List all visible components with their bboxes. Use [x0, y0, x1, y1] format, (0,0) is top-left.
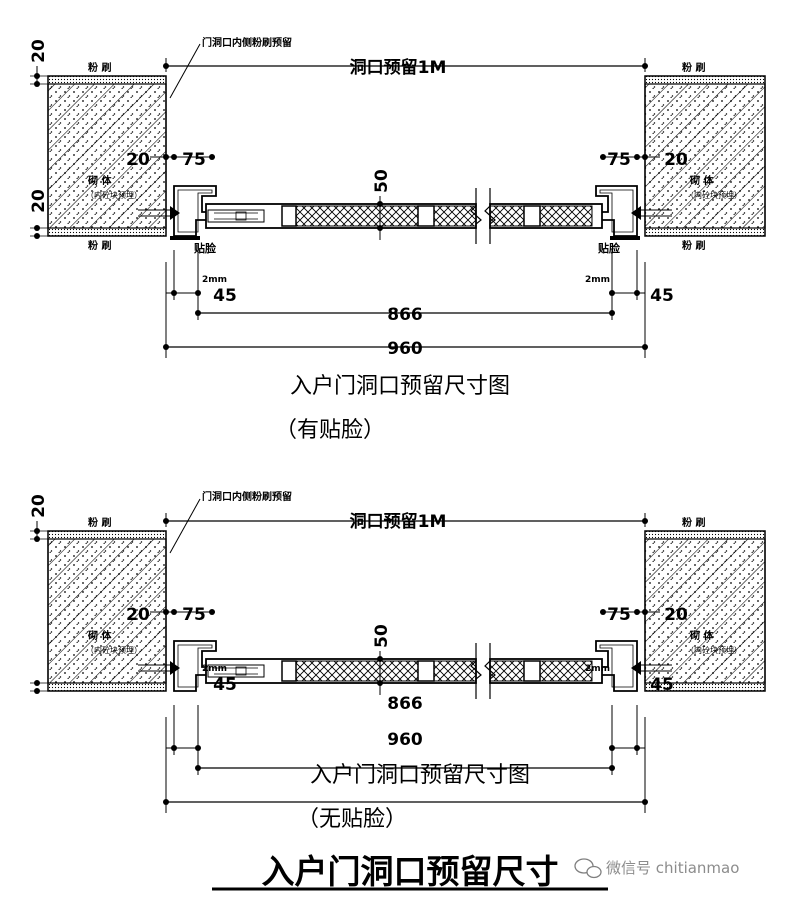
dim-clearance-left: 2mm [202, 664, 227, 674]
dim-plaster-top: 20 [29, 39, 49, 63]
dim-clearance-right: 2mm [585, 275, 610, 285]
masonry-label-left: 砌 体 [87, 629, 112, 642]
opening-label: 洞口预留1M [350, 57, 447, 78]
masonry-sub-right: （内砼块预埋） [686, 645, 742, 655]
drawing-without-facing: 门洞口内侧粉刷预留 洞口预留1M 粉 刷 粉 刷 砌 体 （内砼块预埋） 砌 体… [29, 490, 766, 832]
opening-label: 洞口预留1M [350, 511, 447, 532]
masonry-sub-right: （内砼块预埋） [686, 190, 742, 200]
dim-total-width: 960 [387, 730, 423, 750]
dim-inner-width: 866 [387, 305, 423, 325]
dim-clearance-left: 2mm [202, 275, 227, 285]
plaster-label-left-top: 粉 刷 [88, 61, 111, 74]
caption: 入户门洞口预留尺寸图 [290, 374, 510, 399]
dim-total-width: 960 [387, 339, 423, 359]
masonry-label-right: 砌 体 [689, 174, 714, 187]
plaster-label-right-top: 粉 刷 [682, 61, 705, 74]
masonry-sub-left: （内砼块预埋） [86, 645, 142, 655]
dim-frame-left: 75 [182, 150, 206, 170]
dim-frame-left: 75 [182, 605, 206, 625]
facing-label-left: 贴脸 [193, 241, 217, 255]
dim-side-right: 45 [650, 286, 674, 306]
dim-inner-width: 866 [387, 694, 423, 714]
masonry-sub-left: （内砼块预埋） [86, 190, 142, 200]
dim-side-right: 45 [650, 675, 674, 695]
dim-frame-right: 75 [607, 150, 631, 170]
facing-right-strip [610, 236, 640, 240]
plaster-label-left-top: 粉 刷 [88, 516, 111, 529]
facing-label-right: 贴脸 [597, 241, 621, 255]
dim-gap-left: 20 [126, 150, 150, 170]
masonry-label-left: 砌 体 [87, 174, 112, 187]
facing-left-strip [170, 236, 200, 240]
subcaption: （有贴脸） [275, 418, 385, 443]
plaster-label-left-bottom: 粉 刷 [88, 239, 111, 252]
dim-gap-left: 20 [126, 605, 150, 625]
dim-gap-right: 20 [664, 605, 688, 625]
caption: 入户门洞口预留尺寸图 [310, 763, 530, 788]
wechat-icon [574, 858, 602, 879]
dim-clearance-right: 2mm [585, 664, 610, 674]
drawing-with-facing: 门洞口内侧粉刷预留 洞口预留1M 粉 刷 粉 刷 粉 刷 粉 刷 砌 体 （内砼… [29, 36, 766, 443]
dim-plaster-top: 20 [29, 494, 49, 518]
plaster-label-right-bottom: 粉 刷 [682, 239, 705, 252]
plaster-label-right-top: 粉 刷 [682, 516, 705, 529]
subcaption: （无贴脸） [297, 807, 407, 832]
dim-leaf-thickness: 50 [372, 624, 392, 648]
watermark: 微信号 chitianmao [574, 858, 739, 879]
dim-leaf-thickness: 50 [372, 169, 392, 193]
plaster-note: 门洞口内侧粉刷预留 [202, 36, 292, 49]
watermark-text: 微信号 chitianmao [606, 859, 739, 877]
page-title: 入户门洞口预留尺寸 [262, 852, 559, 891]
plaster-note: 门洞口内侧粉刷预留 [202, 490, 292, 503]
dim-gap-right: 20 [664, 150, 688, 170]
dim-frame-right: 75 [607, 605, 631, 625]
dim-side-left: 45 [213, 675, 237, 695]
masonry-label-right: 砌 体 [689, 629, 714, 642]
dim-side-left: 45 [213, 286, 237, 306]
dim-plaster-bottom: 20 [29, 189, 49, 213]
